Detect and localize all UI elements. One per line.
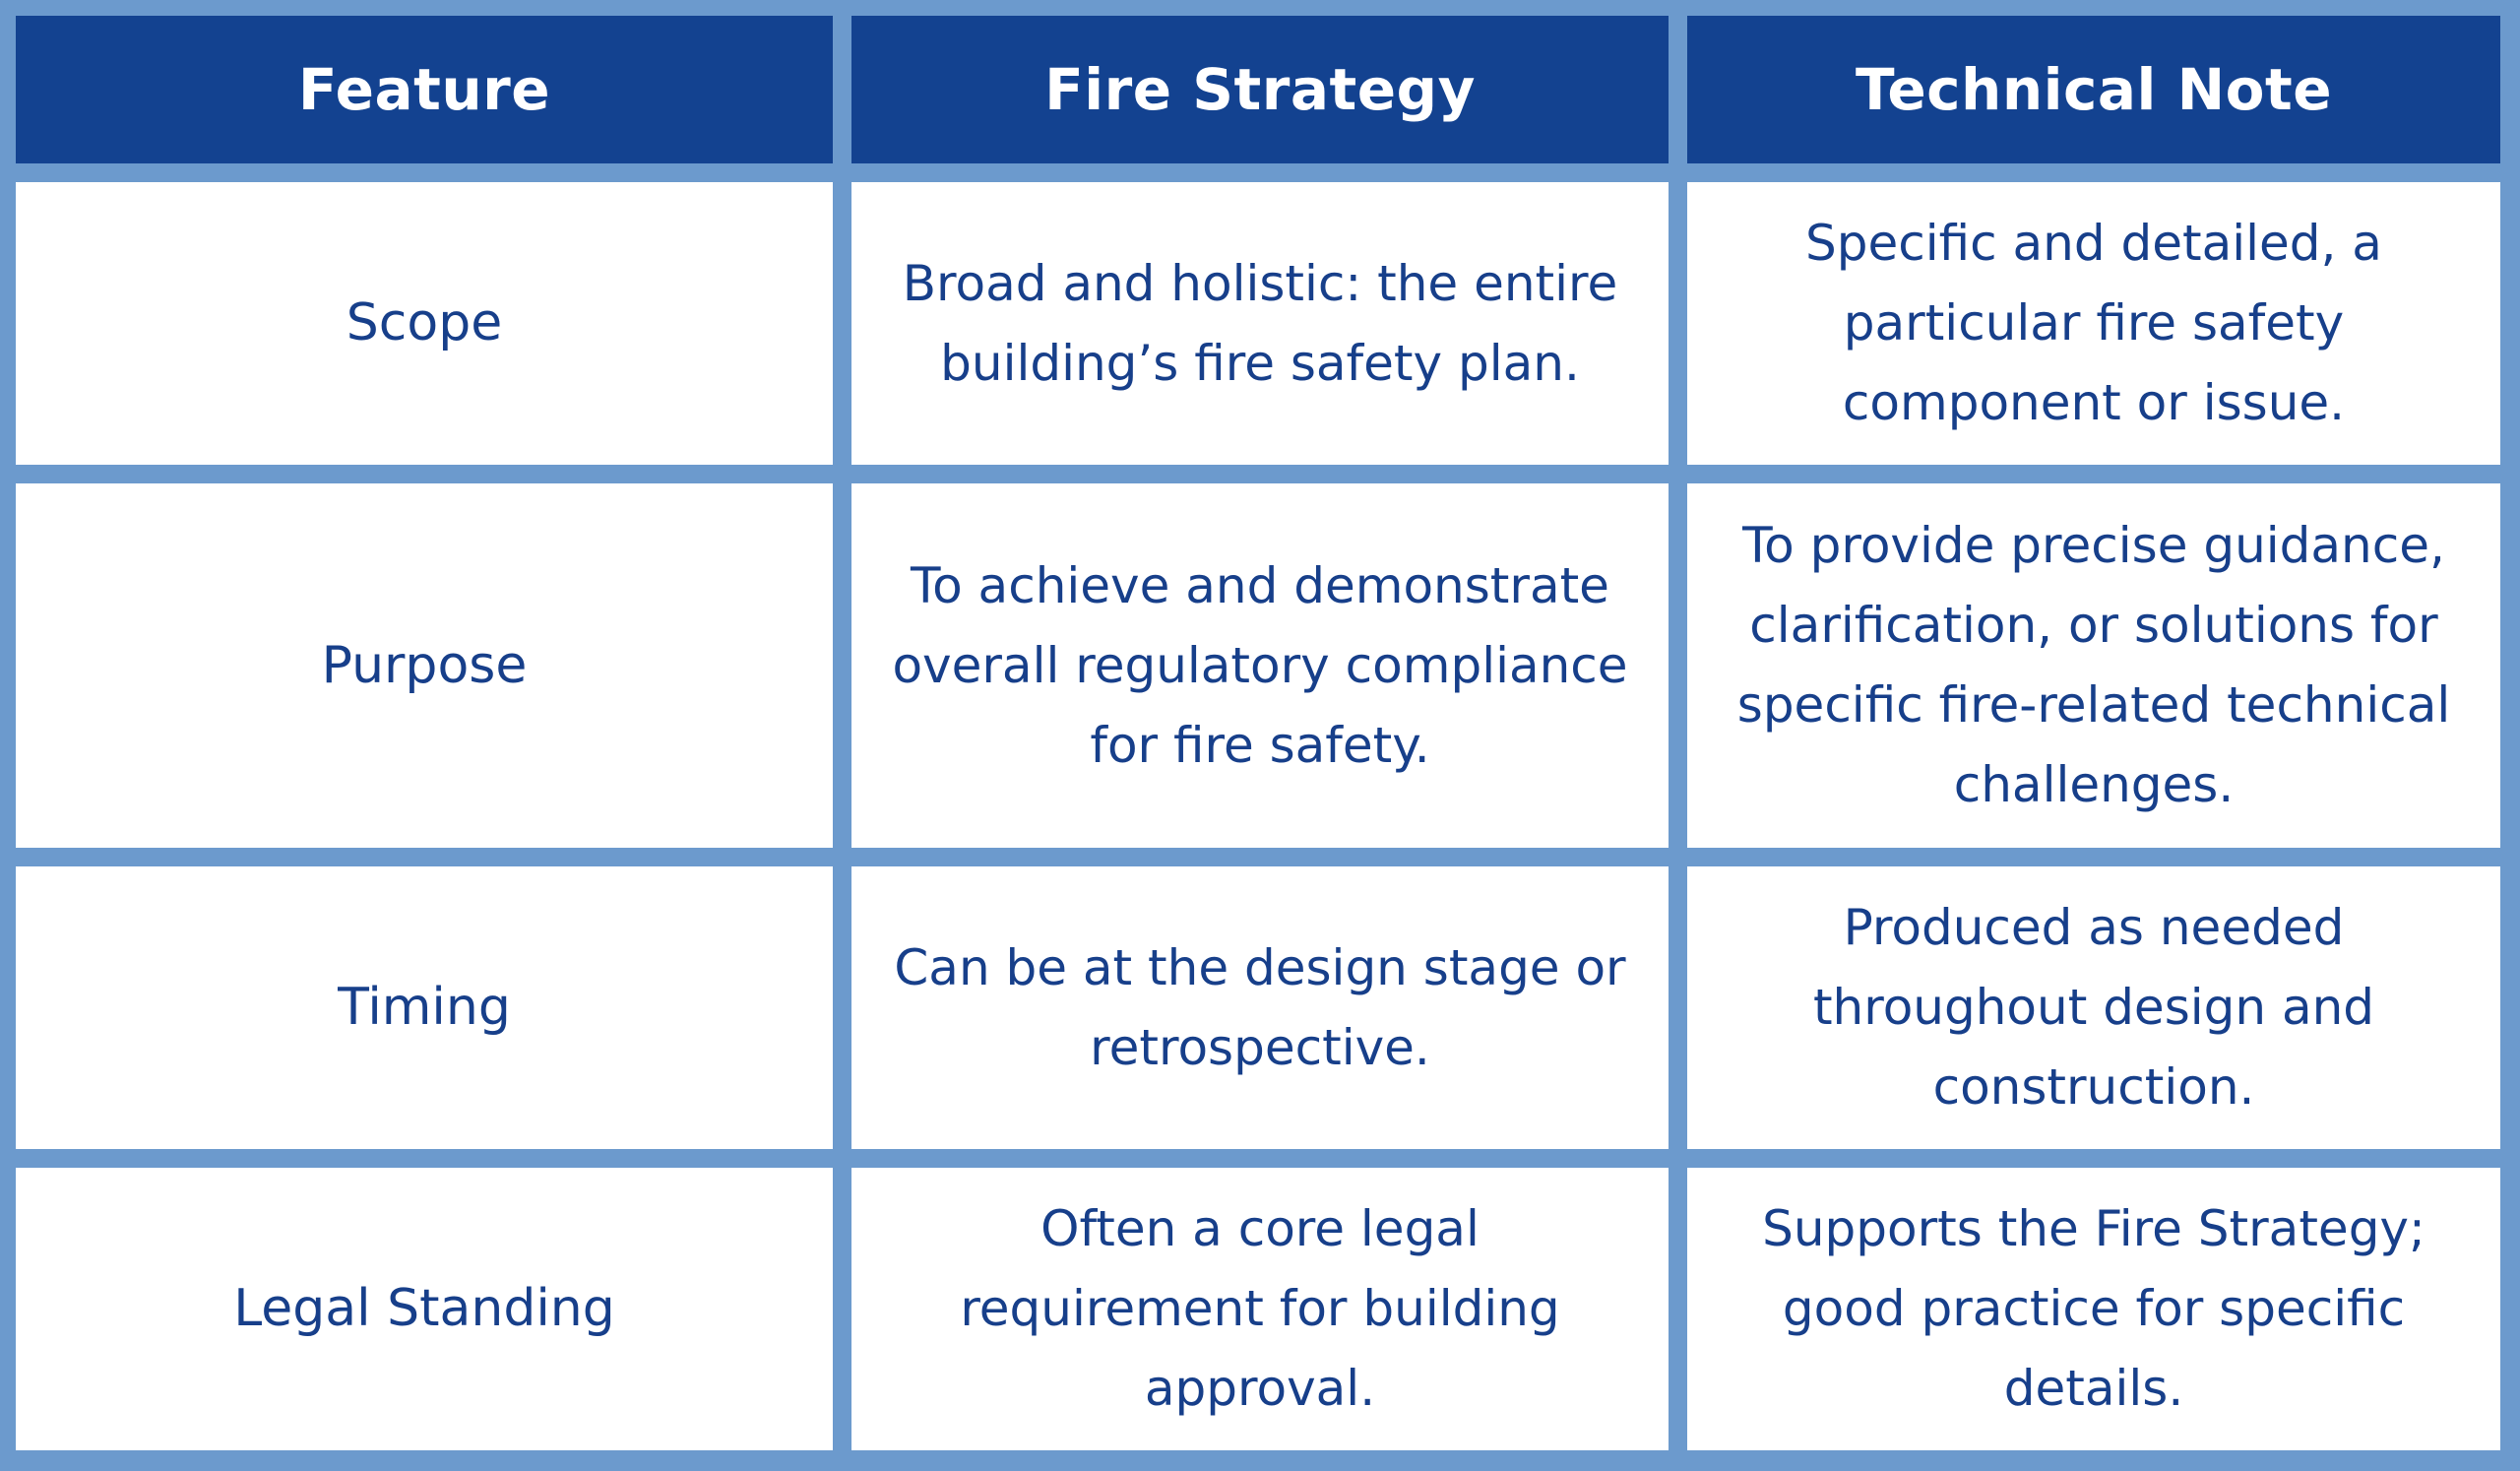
- row-scope-fire-strategy: Broad and holistic: the entire building’…: [851, 182, 1669, 465]
- row-legal-standing-technical-note: Supports the Fire Strategy; good practic…: [1687, 1168, 2500, 1450]
- row-purpose-technical-note: To provide precise guidance, clarificati…: [1687, 483, 2500, 848]
- header-technical-note: Technical Note: [1687, 16, 2500, 163]
- row-timing-feature: Timing: [16, 866, 833, 1149]
- header-feature: Feature: [16, 16, 833, 163]
- row-purpose-fire-strategy: To achieve and demonstrate overall regul…: [851, 483, 1669, 848]
- row-scope-technical-note: Specific and detailed, a particular fire…: [1687, 182, 2500, 465]
- row-timing-fire-strategy: Can be at the design stage or retrospect…: [851, 866, 1669, 1149]
- row-purpose-feature: Purpose: [16, 483, 833, 848]
- header-fire-strategy: Fire Strategy: [851, 16, 1669, 163]
- row-legal-standing-fire-strategy: Often a core legal requirement for build…: [851, 1168, 1669, 1450]
- row-legal-standing-feature: Legal Standing: [16, 1168, 833, 1450]
- row-scope-feature: Scope: [16, 182, 833, 465]
- row-timing-technical-note: Produced as needed throughout design and…: [1687, 866, 2500, 1149]
